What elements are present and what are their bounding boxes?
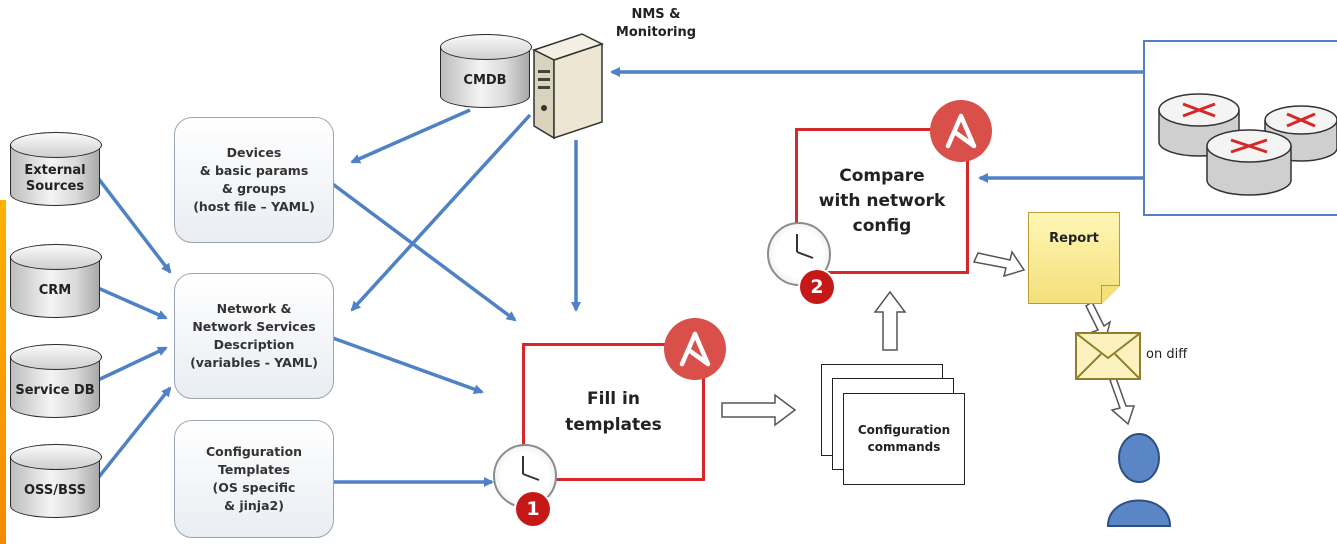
ansible-icon bbox=[664, 318, 726, 380]
arrow-external-to-network bbox=[96, 176, 172, 274]
network-description-box: Network & Network Services Description (… bbox=[174, 273, 334, 399]
cmdb-db: CMDB bbox=[440, 34, 532, 120]
report-label: Report bbox=[1049, 231, 1099, 246]
arrow-servicedb-to-network bbox=[97, 346, 168, 382]
arrow-nms-to-network bbox=[350, 113, 532, 312]
report-note: Report bbox=[1028, 212, 1120, 304]
crm-db: CRM bbox=[10, 244, 102, 330]
hollow-arrow-commands-to-compare bbox=[873, 290, 907, 351]
network-devices-frame bbox=[1143, 40, 1337, 216]
arrow-devices-to-fill bbox=[328, 180, 517, 322]
router-icon bbox=[1158, 93, 1337, 196]
hollow-arrow-report-to-envelope bbox=[1085, 300, 1112, 339]
db-top bbox=[10, 132, 102, 158]
step-1-badge: 1 bbox=[516, 492, 550, 526]
configuration-templates-box: Configuration Templates (OS specific & j… bbox=[174, 420, 334, 538]
left-accent-strip bbox=[0, 200, 6, 544]
ansible-icon bbox=[930, 100, 992, 162]
arrow-crm-to-network bbox=[97, 286, 168, 320]
on-diff-label: on diff bbox=[1146, 347, 1188, 362]
envelope-icon bbox=[1075, 332, 1141, 380]
db-top bbox=[10, 444, 102, 470]
hollow-arrow-fill-to-commands bbox=[721, 393, 797, 427]
configuration-commands-doc: Configuration commands bbox=[843, 393, 965, 485]
devices-description-box: Devices & basic params & groups (host fi… bbox=[174, 117, 334, 243]
arrow-cmdb-to-devices bbox=[350, 108, 471, 164]
step-2-badge: 2 bbox=[800, 270, 834, 304]
compare-config-box: Compare with network config bbox=[795, 128, 969, 274]
external-sources-db: External Sources bbox=[10, 132, 102, 218]
oss-bss-db: OSS/BSS bbox=[10, 444, 102, 530]
db-top bbox=[440, 34, 532, 60]
arrow-network-to-fill bbox=[329, 335, 484, 394]
service-db: Service DB bbox=[10, 344, 102, 430]
nms-label: NMS & Monitoring bbox=[615, 7, 697, 40]
user-icon bbox=[1106, 433, 1172, 527]
db-top bbox=[10, 244, 102, 270]
db-top bbox=[10, 344, 102, 370]
hollow-arrow-envelope-to-user bbox=[1109, 377, 1136, 426]
server-icon bbox=[532, 33, 604, 140]
arrow-oss-to-network bbox=[96, 386, 172, 480]
hollow-arrow-compare-to-report bbox=[972, 250, 1026, 278]
